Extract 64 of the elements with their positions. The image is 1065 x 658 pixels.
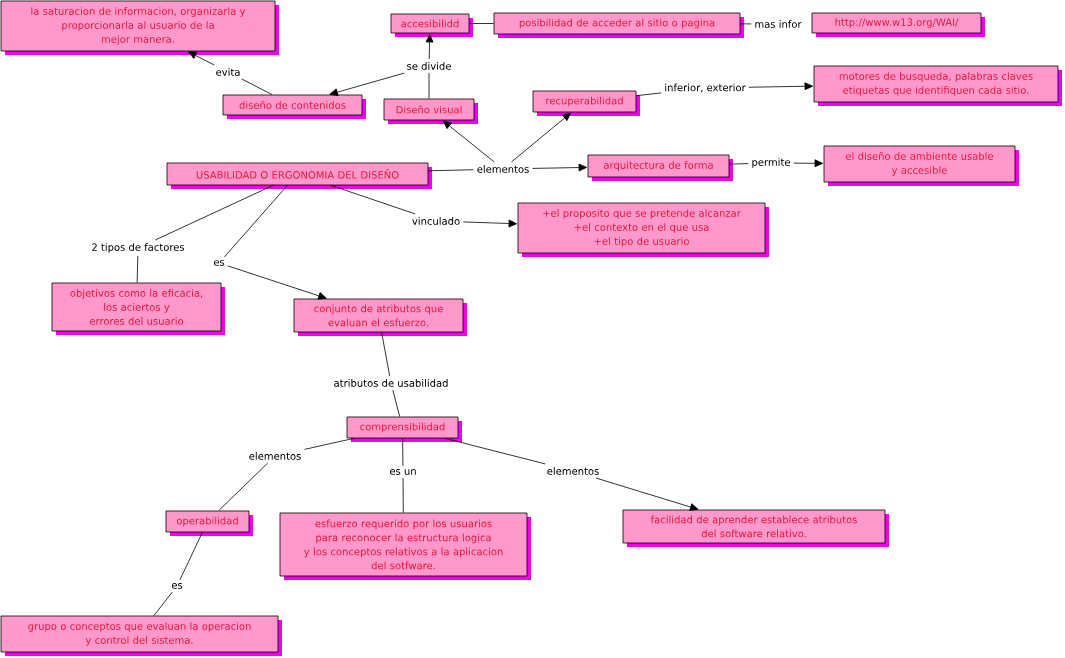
connector-line bbox=[218, 462, 269, 511]
concept-box: recuperabilidad bbox=[532, 90, 640, 116]
connector-line bbox=[740, 23, 752, 25]
linking-phrase: elementos bbox=[547, 467, 599, 475]
concept-box: arquitectura de forma bbox=[587, 154, 733, 181]
concept-box: el diseño de ambiente usable y accesible bbox=[823, 145, 1019, 186]
concept-box: motores de busqueda, palabras claves etiquetas que identifiquen cada sitio. bbox=[813, 65, 1062, 106]
connector-line bbox=[136, 255, 139, 283]
concept-box: facilidad de aprender establece atributos del software relativo. bbox=[622, 509, 889, 547]
arrow bbox=[227, 265, 327, 300]
connector-line bbox=[330, 185, 416, 215]
concept-box: http://www.w13.org/WAI/ bbox=[811, 12, 985, 37]
connector-line bbox=[153, 591, 173, 616]
arrow bbox=[442, 120, 495, 163]
linking-phrase: evita bbox=[216, 68, 240, 76]
connector-line bbox=[154, 185, 274, 241]
connector-line bbox=[469, 23, 494, 24]
connector-line bbox=[179, 532, 203, 581]
linking-phrase: elementos bbox=[477, 165, 529, 173]
concept-box: posibilidad de acceder al sitio o pagina bbox=[493, 12, 744, 38]
linking-phrase: mas infor bbox=[755, 20, 802, 28]
connector-line bbox=[428, 169, 474, 172]
concept-box: operabilidad bbox=[165, 510, 253, 536]
concept-box: +el proposito que se pretende alcanzar +el contexto en el que usa +el tipo de usuario bbox=[517, 202, 769, 257]
connector-line bbox=[381, 332, 391, 377]
linking-phrase: es bbox=[171, 583, 183, 589]
linking-phrase: atributos de usabilidad bbox=[334, 379, 448, 387]
connector-line bbox=[428, 72, 430, 99]
connector-line bbox=[636, 92, 662, 97]
connector-line bbox=[392, 389, 401, 417]
concept-box: diseño de contenidos bbox=[222, 94, 366, 119]
connector-line bbox=[729, 163, 749, 165]
linking-phrase: es bbox=[213, 260, 225, 266]
connector-line bbox=[241, 78, 273, 95]
arrow bbox=[188, 51, 215, 66]
arrow bbox=[425, 34, 434, 60]
linking-phrase: se divide bbox=[407, 62, 451, 70]
connector-line bbox=[444, 438, 546, 465]
linking-phrase: es un bbox=[389, 469, 416, 475]
linking-phrase: elementos bbox=[249, 452, 301, 460]
linking-phrase: vinculado bbox=[412, 217, 460, 225]
arrow bbox=[462, 219, 517, 228]
concept-box: esfuerzo requerido por los usuarios para reconocer la estructura logica y los conceptos relativos a la aplicacion del sotfware. bbox=[279, 512, 531, 580]
arrow bbox=[532, 163, 587, 172]
arrow bbox=[793, 159, 823, 168]
concept-box: accesibilidd bbox=[390, 13, 473, 37]
concept-box: grupo o conceptos que evaluan la operacion y control del sistema. bbox=[0, 615, 282, 656]
concept-box: la saturacion de informacion, organizarla y proporcionarla al usuario de la mejor manera. bbox=[0, 0, 279, 55]
linking-phrase: permite bbox=[752, 158, 790, 168]
arrow bbox=[511, 112, 571, 163]
linking-phrase: 2 tipos de factores bbox=[92, 243, 185, 253]
arrow bbox=[748, 82, 813, 91]
arrow bbox=[595, 477, 699, 511]
arrow bbox=[329, 72, 405, 96]
concept-box: comprensibilidad bbox=[346, 416, 462, 442]
concept-box: USABILIDAD O ERGONOMIA DEL DISEÑO bbox=[166, 162, 432, 189]
connector-line bbox=[402, 438, 404, 467]
connector-line bbox=[223, 185, 288, 258]
concept-box: conjunto de atributos que evaluan el esfuerzo. bbox=[293, 298, 467, 336]
concept-box: objetivos como la eficacia, los aciertos y errores del usuario bbox=[51, 282, 225, 335]
connector-line bbox=[304, 438, 355, 450]
linking-phrase: inferior, exterior bbox=[665, 83, 746, 93]
concept-box: Diseño visual bbox=[383, 98, 478, 124]
connector-line bbox=[402, 477, 404, 513]
